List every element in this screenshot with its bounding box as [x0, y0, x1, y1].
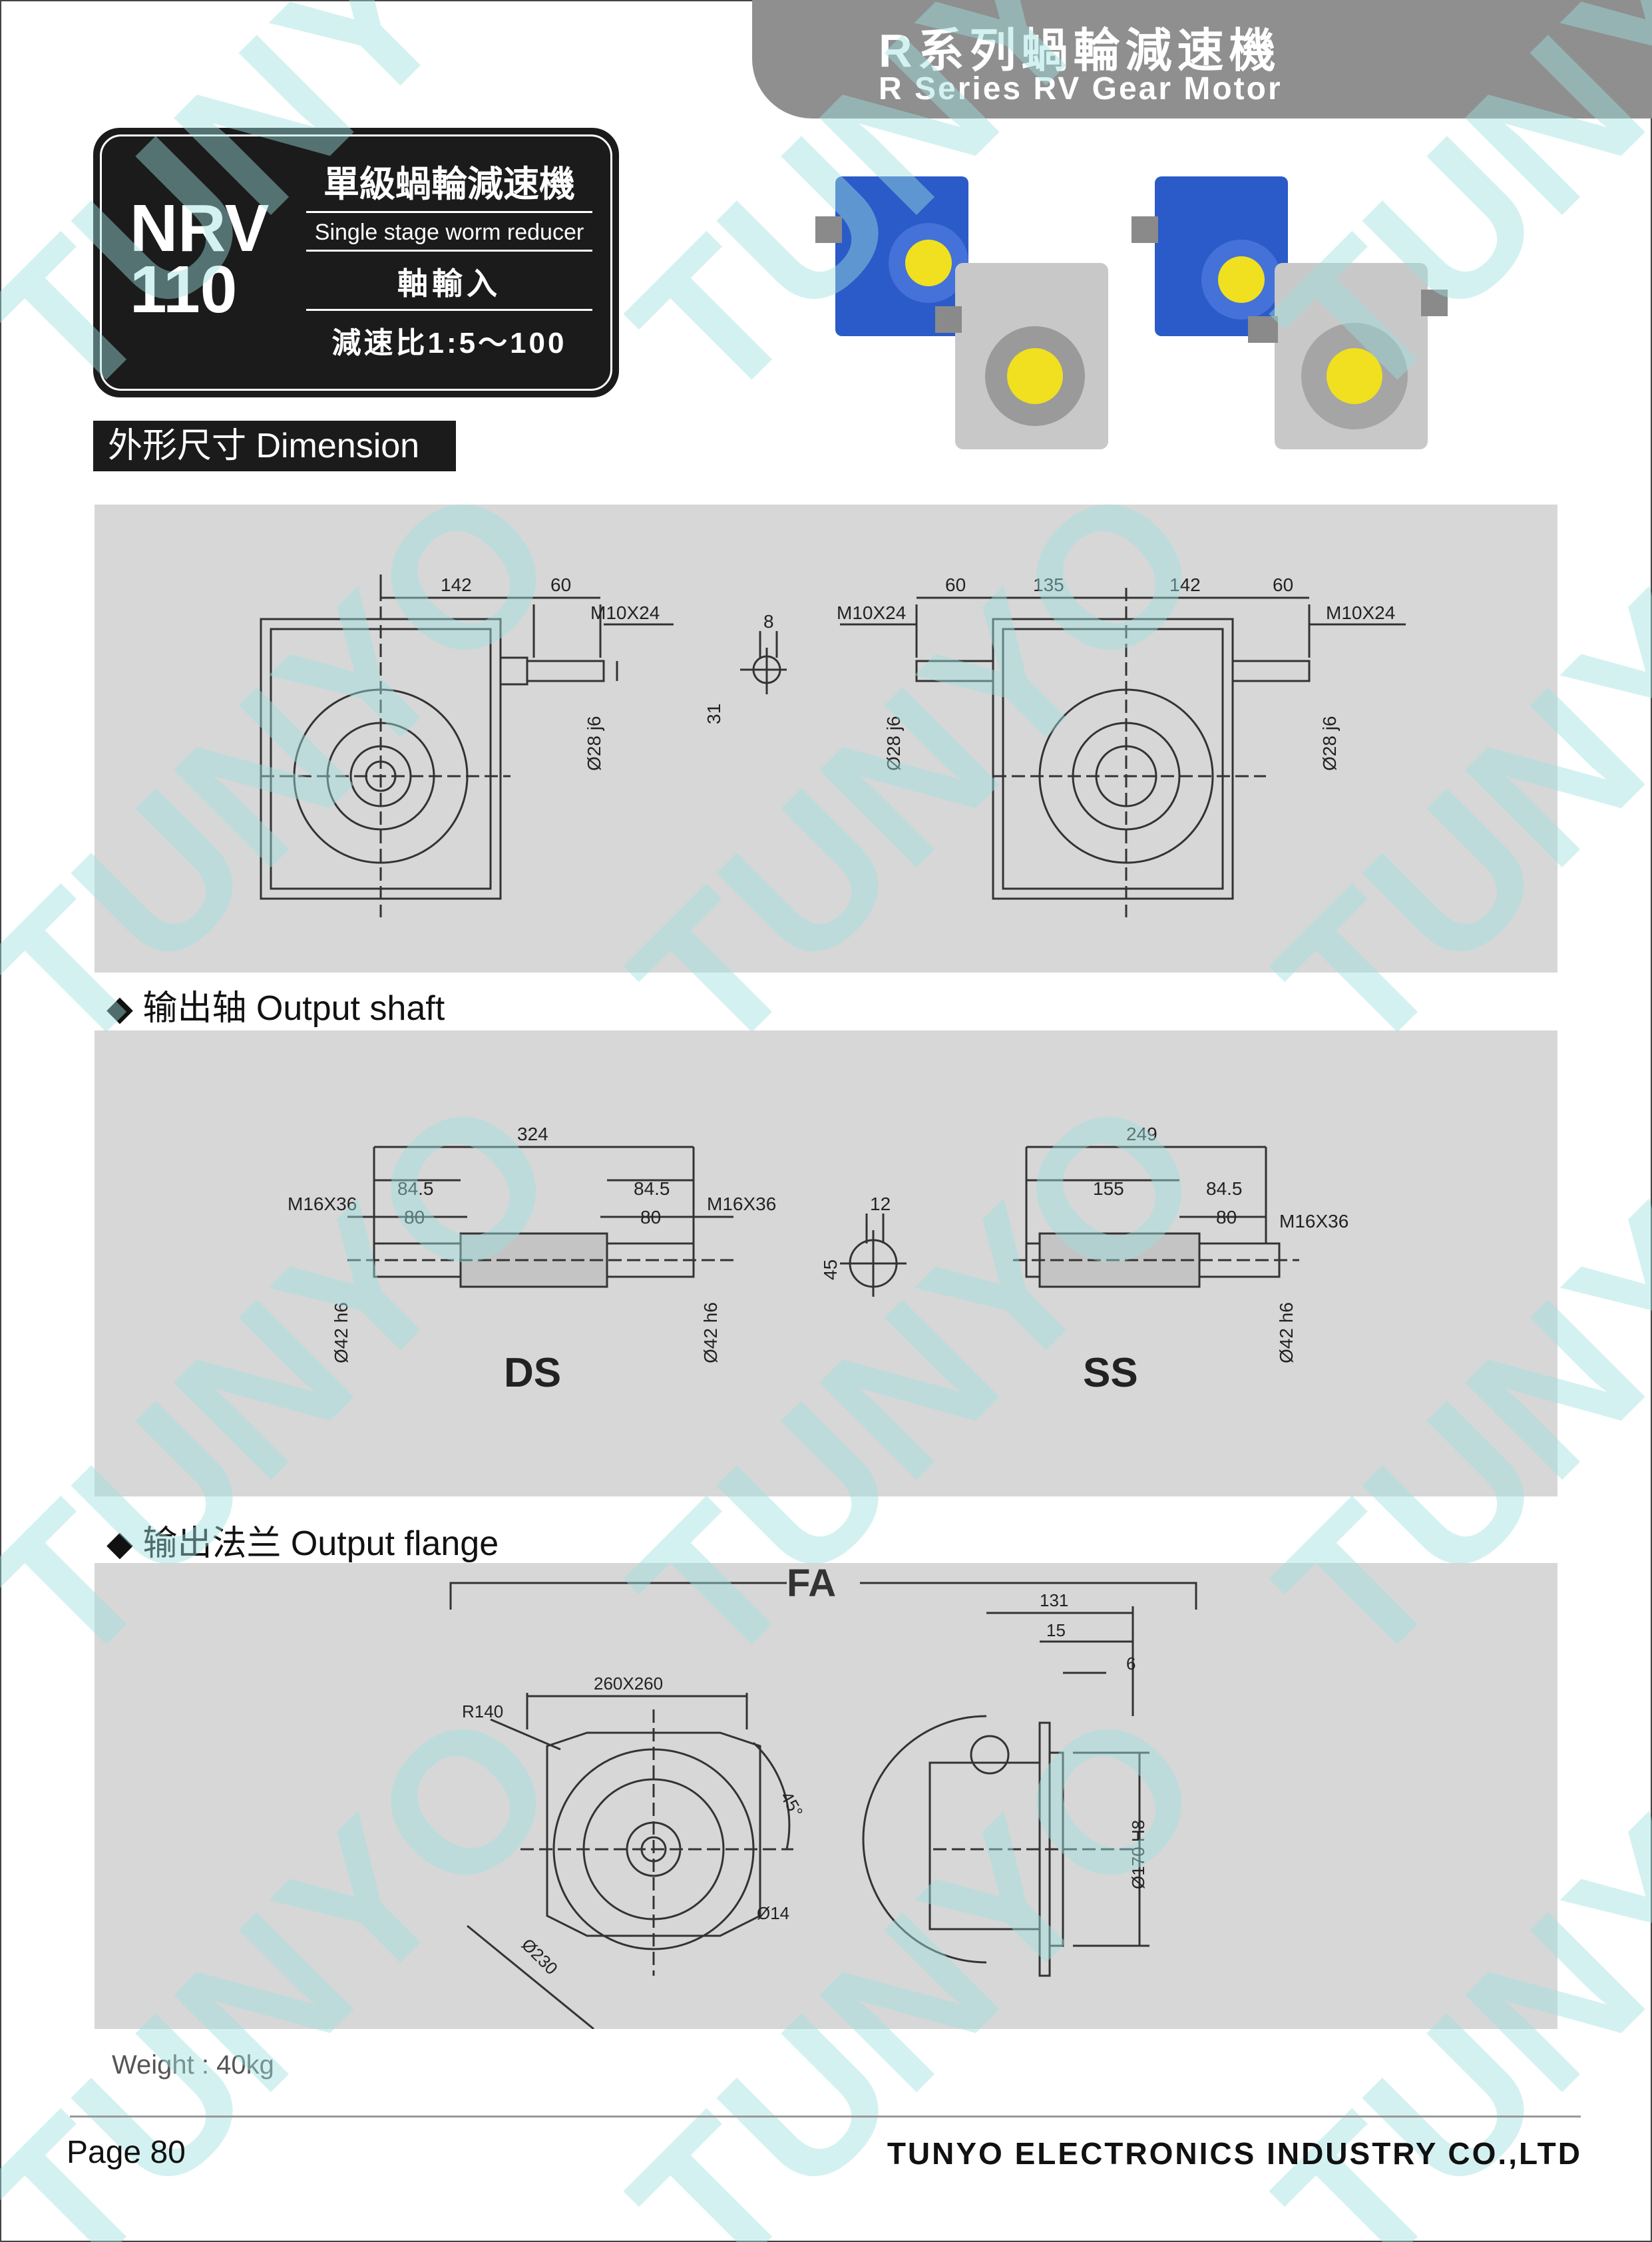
- footer-divider: [70, 2116, 1581, 2118]
- key-dim-31: 31: [704, 704, 724, 724]
- ss-dia: Ø42 h6: [1276, 1302, 1297, 1363]
- svg-text:TUNYO: TUNYO: [1237, 443, 1652, 1095]
- fa-dim-131: 131: [1040, 1590, 1068, 1610]
- product-photos: [815, 176, 1448, 449]
- svg-text:TUNYO: TUNYO: [0, 443, 598, 1095]
- key2-dim-12: 12: [870, 1194, 891, 1214]
- dim-60: 60: [550, 574, 571, 595]
- dimension-label: 外形尺寸 Dimension: [93, 421, 456, 471]
- output-flange-panel: FA 260X260 R140 45° Ø14 Ø230: [95, 1562, 1557, 2030]
- type-en: Single stage worm reducer: [306, 213, 592, 252]
- ss-name: SS: [1083, 1350, 1138, 1396]
- fa-dim-6: 6: [1126, 1654, 1136, 1674]
- header-title-en: R Series RV Gear Motor: [879, 71, 1283, 107]
- ds-80-left: 80: [404, 1207, 425, 1228]
- fa-side-drawing: [862, 1606, 1149, 1977]
- ds-name: DS: [504, 1350, 561, 1396]
- right-dim-60a: 60: [945, 574, 966, 595]
- svg-text:TUNYO: TUNYO: [591, 1055, 1243, 1707]
- header-title-cn: R系列蝸輪減速機: [879, 25, 1281, 77]
- ds-dia-left: Ø42 h6: [331, 1302, 351, 1363]
- fa-radius: R140: [462, 1701, 503, 1721]
- ss-total: 249: [1126, 1124, 1157, 1144]
- ss-thread: M16X36: [1279, 1211, 1348, 1232]
- ss-80: 80: [1216, 1207, 1237, 1228]
- svg-text:TUNYO: TUNYO: [591, 443, 1243, 1095]
- page-number: Page 80: [67, 2135, 186, 2170]
- watermark-text: TUNYO: [0, 0, 598, 443]
- ds-total: 324: [517, 1124, 548, 1144]
- gearbox-silver-right: [1248, 263, 1448, 449]
- key-dim-8: 8: [763, 611, 774, 632]
- right-shaft-right: Ø28 j6: [1319, 716, 1340, 772]
- fa-front-drawing: [467, 1693, 793, 2030]
- left-view-drawing: [260, 574, 674, 917]
- right-dim-135: 135: [1033, 574, 1064, 595]
- svg-text:TUNYO: TUNYO: [1237, 0, 1652, 443]
- output-flange-label: ◆ 输出法兰 Output flange: [106, 1524, 499, 1563]
- ds-shaft-drawing: [347, 1146, 733, 1288]
- ss-155: 155: [1093, 1178, 1124, 1199]
- gearbox-blue-left: [815, 176, 968, 336]
- ss-845: 84.5: [1206, 1178, 1243, 1199]
- shaft-dia-label: Ø28 j6: [584, 716, 604, 772]
- fa-hole: Ø14: [757, 1903, 789, 1923]
- type-cn: 單級蝸輪減速機: [306, 154, 592, 213]
- fa-title: FA: [787, 1563, 836, 1605]
- right-dim-60b: 60: [1273, 574, 1293, 595]
- gearbox-blue-right: [1132, 176, 1288, 336]
- fa-square: 260X260: [594, 1674, 663, 1693]
- model-name: NRV 110: [130, 191, 270, 327]
- right-shaft-left: Ø28 j6: [883, 716, 904, 772]
- gearbox-silver-left: [935, 263, 1108, 449]
- right-thread-right: M10X24: [1326, 602, 1395, 623]
- company-name: TUNYO ELECTRONICS INDUSTRY CO.,LTD: [887, 2136, 1582, 2171]
- right-dim-142: 142: [1169, 574, 1201, 595]
- right-thread-left: M10X24: [837, 602, 906, 623]
- key2-dim-45: 45: [820, 1259, 841, 1280]
- svg-text:TUNYO: TUNYO: [0, 1055, 598, 1707]
- left-view-labels: 142 60 M10X24 Ø28 j6: [441, 574, 660, 771]
- dimension-panel: 142 60 M10X24 Ø28 j6 8 31: [95, 505, 1557, 973]
- ds-thread-right: M16X36: [707, 1194, 776, 1214]
- key-drawing: [740, 631, 787, 694]
- svg-text:TUNYO: TUNYO: [591, 0, 1243, 443]
- header-tab: R系列蝸輪減速機 R Series RV Gear Motor: [752, 0, 1652, 118]
- output-shaft-panel: 324 84.5 80 84.5 80 M16X36 M16X36 Ø42 h6…: [95, 1030, 1557, 1496]
- ds-dia-right: Ø42 h6: [700, 1302, 721, 1363]
- ss-shaft-drawing: [1013, 1146, 1299, 1288]
- ds-80-right: 80: [640, 1207, 661, 1228]
- model-box: NRV 110 單級蝸輪減速機 Single stage worm reduce…: [93, 128, 619, 397]
- dim-142: 142: [441, 574, 472, 595]
- right-view-drawing: [840, 588, 1406, 917]
- ds-845-left: 84.5: [397, 1178, 434, 1199]
- svg-text:TUNYO: TUNYO: [1237, 1055, 1652, 1707]
- ds-845-right: 84.5: [634, 1178, 670, 1199]
- fa-dim-15: 15: [1046, 1620, 1066, 1640]
- output-shaft-label: ◆ 输出轴 Output shaft: [106, 989, 445, 1028]
- thread-label: M10X24: [590, 602, 660, 623]
- ds-thread-left: M16X36: [288, 1194, 357, 1214]
- fa-pilot: Ø170 H8: [1128, 1820, 1148, 1889]
- key2-drawing: [840, 1214, 907, 1297]
- model-specs: 單級蝸輪減速機 Single stage worm reducer 軸輸入 減速…: [306, 154, 592, 361]
- ratio: 減速比1:5～100: [331, 327, 567, 359]
- input-cn: 軸輸入: [306, 252, 592, 311]
- weight-text: Weight : 40kg: [112, 2050, 274, 2080]
